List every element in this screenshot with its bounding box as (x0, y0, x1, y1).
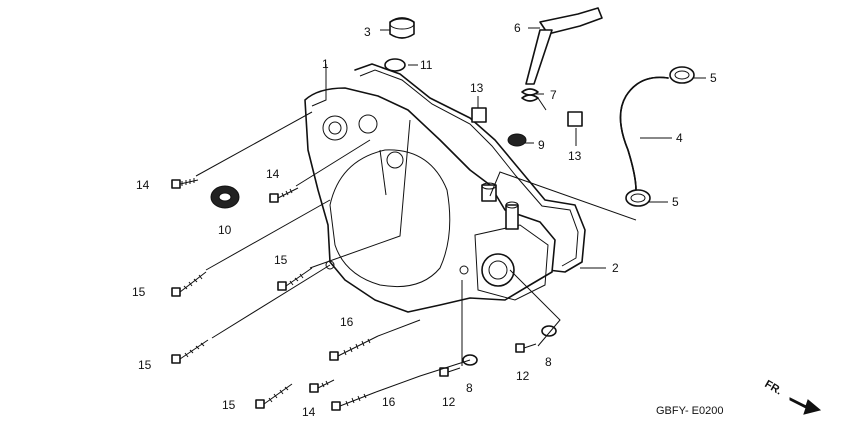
diagram-code: GBFY- E0200 (656, 405, 723, 417)
callout-15-a: 15 (132, 285, 146, 299)
callout-5-bottom: 5 (672, 195, 679, 209)
oil-filler-cap (389, 17, 415, 39)
callout-4: 4 (676, 131, 683, 145)
bolt-12-a (439, 367, 461, 377)
lever-arm (525, 7, 603, 85)
callout-15-b: 15 (274, 253, 288, 267)
spring (521, 88, 547, 111)
bolt-15-c (171, 339, 209, 364)
bolt-15-d (255, 383, 293, 409)
callout-14-b: 14 (266, 167, 280, 181)
water-hose (619, 76, 669, 191)
callout-14-a: 14 (136, 178, 150, 192)
callout-11: 11 (420, 58, 433, 72)
callout-15-d: 15 (222, 398, 236, 412)
bolt-14-c (309, 379, 335, 393)
callout-5-top: 5 (710, 71, 717, 85)
collar-left (471, 107, 487, 123)
callout-6: 6 (514, 21, 521, 35)
bolt-15-b (277, 267, 313, 291)
gasket (354, 63, 586, 273)
callout-14-c: 14 (302, 405, 316, 419)
arrow-right-icon (789, 397, 822, 415)
callout-8-a: 8 (466, 381, 473, 395)
crankcase-cover (304, 87, 556, 313)
bolt-12-b (515, 343, 537, 353)
leader-lines (195, 27, 706, 393)
bolt-16-b (331, 391, 377, 411)
o-ring (384, 58, 406, 72)
callout-16-a: 16 (340, 315, 354, 329)
hose-clamp-top (669, 66, 695, 84)
callout-9: 9 (538, 138, 545, 152)
callout-15-c: 15 (138, 358, 152, 372)
hose-clamp-bottom (625, 189, 651, 207)
callout-16-b: 16 (382, 395, 396, 409)
bolt-15-a (171, 271, 207, 297)
seal-small (507, 133, 527, 147)
bolt-16-a (329, 335, 379, 361)
callout-1: 1 (322, 57, 329, 71)
front-direction-arrow: FR. (763, 378, 822, 415)
callout-2: 2 (612, 261, 619, 275)
bolt-14-a (171, 178, 199, 189)
bolt-14-b (269, 187, 299, 203)
callout-labels: 1 2 3 4 5 5 6 7 8 8 9 10 11 12 12 13 13 … (132, 21, 717, 419)
oil-seal (210, 185, 240, 209)
callout-13-a: 13 (470, 81, 484, 95)
callout-13-b: 13 (568, 149, 582, 163)
direction-label: FR. (763, 378, 784, 397)
callout-7: 7 (550, 88, 557, 102)
callout-12-a: 12 (442, 395, 456, 409)
callout-12-b: 12 (516, 369, 530, 383)
callout-10: 10 (218, 223, 232, 237)
collar-right (567, 111, 583, 127)
callout-8-b: 8 (545, 355, 552, 369)
callout-3: 3 (364, 25, 371, 39)
